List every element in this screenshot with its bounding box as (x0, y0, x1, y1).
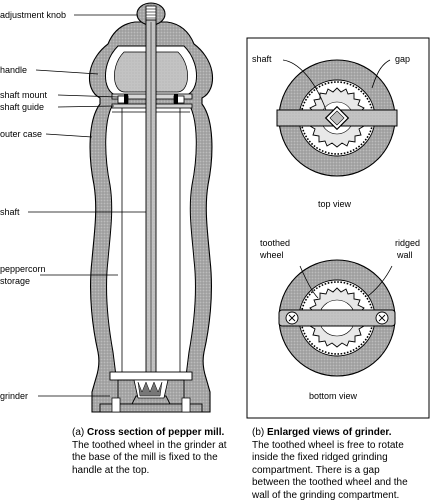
label-outer-case: outer case (0, 129, 42, 139)
label-toothed: toothed (260, 238, 290, 248)
pepper-mill-cross-section: adjustment knob handle shaft mount shaft… (0, 3, 213, 412)
caption-b-line-3: compartment. There is a gap (252, 465, 433, 478)
grinder-enlarged-views: shaft gap top view toothed wheel ridged … (247, 38, 429, 418)
caption-b-line-4: between the toothed wheel and the (252, 477, 433, 490)
label-peppercorn: peppercorn (0, 264, 46, 274)
label-grinder: grinder (0, 391, 28, 401)
label-shaft-left: shaft (0, 207, 20, 217)
caption-a: (a) Cross section of pepper mill. The to… (72, 427, 248, 477)
label-bottom-view: bottom view (309, 391, 358, 401)
caption-b-line-5: wall of the grinding compartment. (252, 490, 433, 502)
label-adjustment-knob: adjustment knob (0, 10, 66, 20)
caption-b-prefix: (b) (252, 427, 264, 438)
label-wall: wall (396, 250, 413, 260)
caption-b: (b) Enlarged views of grinder. The tooth… (252, 427, 433, 502)
bottom-view (279, 260, 395, 376)
caption-b-heading: (b) Enlarged views of grinder. (252, 427, 433, 440)
label-shaft-guide: shaft guide (0, 102, 44, 112)
label-ridged: ridged (395, 238, 420, 248)
caption-a-line-2: the base of the mill is fixed to the (72, 452, 248, 465)
label-wheel: wheel (259, 250, 284, 260)
top-view (277, 60, 397, 176)
caption-a-line-3: handle at the top. (72, 465, 248, 478)
caption-b-line-2: inside the fixed ridged grinding (252, 452, 433, 465)
caption-b-title: Enlarged views of grinder. (267, 427, 391, 438)
label-top-view: top view (318, 199, 352, 209)
mill-shaft (146, 20, 156, 380)
label-shaft-mount: shaft mount (0, 90, 48, 100)
caption-a-heading: (a) Cross section of pepper mill. (72, 427, 248, 440)
label-gap: gap (395, 54, 410, 64)
label-shaft-right: shaft (252, 54, 272, 64)
label-storage: storage (0, 276, 30, 286)
caption-a-title: Cross section of pepper mill. (87, 427, 224, 438)
caption-b-line-1: The toothed wheel is free to rotate (252, 440, 433, 453)
caption-a-line-1: The toothed wheel in the grinder at (72, 440, 248, 453)
caption-a-prefix: (a) (72, 427, 84, 438)
label-handle: handle (0, 65, 27, 75)
